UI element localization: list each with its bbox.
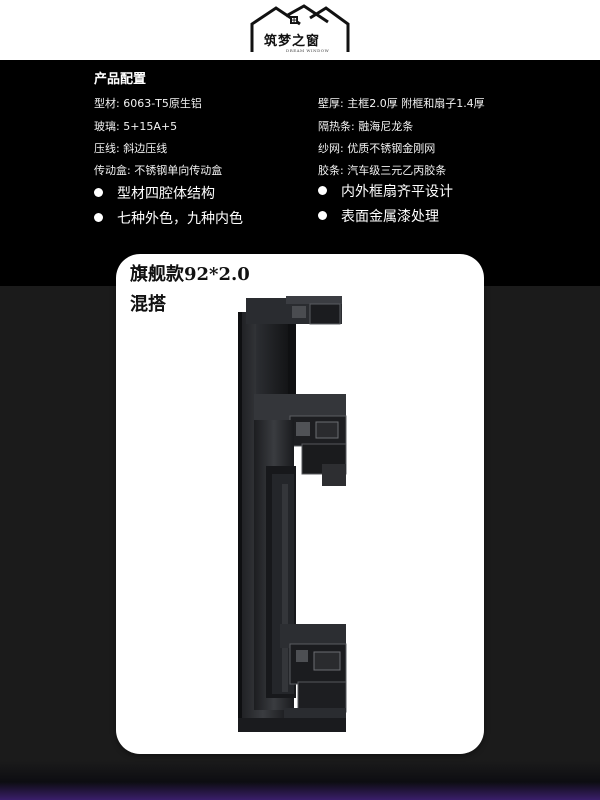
- product-subtitle: 混搭: [130, 294, 166, 315]
- brand-name: 筑梦之窗: [264, 34, 321, 49]
- spec-screen: 纱网: 优质不锈钢金刚网: [318, 142, 436, 155]
- feature-item: 表面金属漆处理: [318, 206, 439, 226]
- feature-item: 型材四腔体结构: [94, 183, 215, 203]
- window-profile-image: [238, 296, 347, 732]
- bullet-icon: [318, 185, 327, 195]
- product-card[interactable]: 旗舰款92*2.0 混搭: [116, 254, 484, 754]
- bullet-icon: [94, 212, 103, 222]
- feature-label: 型材四腔体结构: [117, 186, 215, 202]
- feature-label: 表面金属漆处理: [341, 209, 439, 225]
- header-bar: 筑梦之窗 DREAM WINDOW: [0, 0, 600, 60]
- spec-glass: 玻璃: 5+15A+5: [94, 120, 178, 133]
- bullet-icon: [318, 210, 327, 220]
- spec-profile: 型材: 6063-T5原生铝: [94, 97, 202, 110]
- brand-logo[interactable]: 筑梦之窗 DREAM WINDOW: [246, 2, 356, 58]
- brand-tagline: DREAM WINDOW: [286, 48, 330, 53]
- spec-thermal-strip: 隔热条: 融海尼龙条: [318, 120, 414, 133]
- bullet-icon: [94, 187, 103, 197]
- feature-label: 七种外色，九种内色: [117, 211, 243, 227]
- feature-item: 七种外色，九种内色: [94, 208, 243, 228]
- house-icon: [250, 4, 350, 52]
- spec-gearbox: 传动盒: 不锈钢单向传动盒: [94, 164, 223, 177]
- product-specs-section: 产品配置 型材: 6063-T5原生铝 玻璃: 5+15A+5 压线: 斜边压线…: [0, 60, 600, 286]
- spec-gasket: 胶条: 汽车级三元乙丙胶条: [318, 164, 447, 177]
- feature-item: 内外框扇齐平设计: [318, 181, 453, 201]
- bottom-accent-strip: [0, 760, 600, 800]
- spec-wall-thickness: 壁厚: 主框2.0厚 附框和扇子1.4厚: [318, 97, 485, 110]
- specs-title: 产品配置: [94, 72, 147, 87]
- feature-label: 内外框扇齐平设计: [341, 184, 453, 200]
- spec-bead: 压线: 斜边压线: [94, 142, 168, 155]
- product-title: 旗舰款92*2.0: [130, 264, 250, 285]
